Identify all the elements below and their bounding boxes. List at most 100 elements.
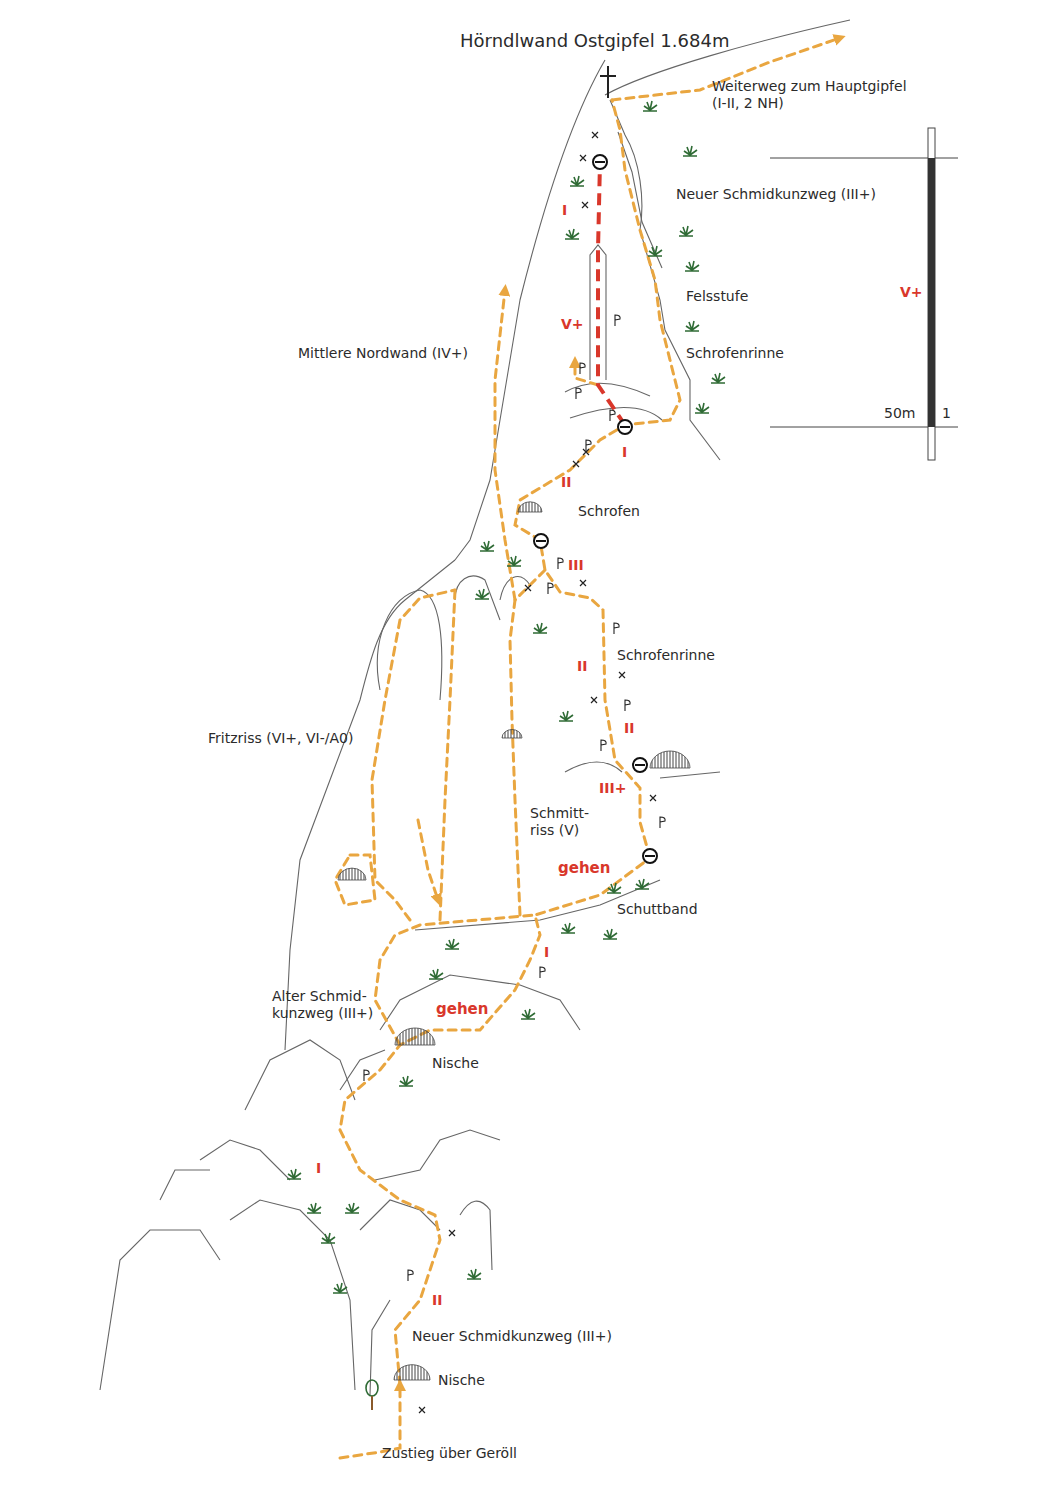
grass-tuft (685, 261, 699, 271)
hook-mark (580, 155, 586, 161)
hook-mark (449, 1230, 455, 1236)
grass-tuft (333, 1283, 347, 1293)
summit-cross (600, 66, 616, 98)
route-label: III+ (599, 780, 626, 797)
drawing-stroke (440, 590, 455, 920)
hook-mark (650, 795, 656, 801)
piton-symbol (408, 1270, 413, 1281)
drawing-stroke (100, 1230, 220, 1390)
route-label: Schrofenrinne (617, 647, 715, 664)
belay-ring (593, 155, 607, 169)
drawing-stroke (418, 820, 438, 900)
grass-tuft (683, 146, 697, 156)
route-label: Neuer Schmidkunzweg (III+) (412, 1328, 612, 1345)
grass-tuft (445, 939, 459, 949)
tree-symbol (366, 1380, 378, 1396)
grass-tuft (345, 1203, 359, 1213)
route-label: Hörndlwand Ostgipfel 1.684m (460, 30, 729, 52)
drawing-stroke (375, 915, 535, 1045)
grass-tuft (307, 1203, 321, 1213)
route-label: I (622, 444, 627, 461)
drawing-stroke (287, 101, 725, 1413)
route-label: Zustieg über Geröll (382, 1445, 517, 1462)
grass-tuft (679, 226, 693, 236)
drawing-stroke (575, 362, 598, 385)
drawing-stroke (372, 590, 455, 920)
route-line (335, 38, 840, 1458)
piton-symbol (615, 315, 620, 326)
niche-symbol (650, 751, 690, 768)
route-label: Weiterweg zum Hauptgipfel (I-II, 2 NH) (712, 78, 908, 112)
route-label: Alter Schmid-kunzweg (III+) (272, 988, 384, 1022)
drawing-stroke (510, 570, 545, 915)
grass-tuft (287, 1169, 301, 1179)
route-label: Neuer Schmidkunzweg (III+) (676, 186, 876, 203)
belay-ring (618, 420, 632, 434)
grass-tuft (533, 623, 547, 633)
route-label: Fritzriss (VI+, VI-/A0) (208, 730, 353, 747)
drawing-stroke (460, 1201, 492, 1270)
drawing-stroke (245, 1040, 355, 1110)
drawing-stroke (618, 132, 662, 268)
drawing-stroke (928, 128, 935, 460)
grass-tuft (561, 923, 575, 933)
drawing-stroke (335, 855, 375, 905)
drawing-stroke (375, 1130, 500, 1180)
grass-tuft (467, 1269, 481, 1279)
grass-tuft (480, 541, 494, 551)
route-label: Schrofen (578, 503, 640, 520)
drawing-stroke (455, 576, 500, 620)
route-label: II (577, 658, 587, 675)
rock-outline (100, 20, 850, 1395)
niche-symbol (338, 868, 366, 880)
niche-symbol (394, 1365, 430, 1380)
route-label: I (316, 1160, 321, 1177)
grass-tuft (648, 246, 662, 256)
drawing-stroke (160, 1170, 210, 1200)
grass-tuft (643, 101, 657, 111)
belay-bar (595, 161, 605, 163)
piton-symbol (548, 583, 553, 594)
drawing-stroke (600, 75, 616, 77)
belay-station (618, 420, 632, 434)
drawing-stroke (610, 100, 720, 460)
piton-symbol (625, 700, 630, 711)
drawing-stroke (607, 66, 609, 98)
piton-symbol (660, 817, 665, 828)
belay-station (633, 758, 647, 772)
scale-bar (770, 128, 958, 460)
route-label: 50m (884, 405, 915, 422)
grass-tuft (603, 929, 617, 939)
belay-station (593, 155, 607, 169)
piton-symbol (558, 558, 563, 569)
route-label: II (624, 720, 634, 737)
piton-symbol (610, 410, 615, 421)
belay-bar (645, 855, 655, 857)
route-label: Schmitt-riss (V) (530, 805, 604, 839)
route-label: I (544, 944, 549, 961)
grass-tuft (607, 883, 621, 893)
tree-trunk (371, 1396, 373, 1410)
drawing-stroke (565, 762, 622, 772)
route-label: V+ (561, 316, 584, 333)
belay-ring (534, 534, 548, 548)
grass-tuft (399, 1076, 413, 1086)
belay-station (643, 849, 657, 863)
drawing-stroke (928, 158, 935, 427)
piton-symbol (614, 623, 619, 634)
route-label: III (568, 557, 584, 574)
hook-mark (619, 672, 625, 678)
route-label: Nische (432, 1055, 479, 1072)
grass-tuft (685, 321, 699, 331)
route-label: Felsstufe (686, 288, 748, 305)
niche-symbol (518, 502, 542, 512)
grass-tuft (521, 1009, 535, 1019)
route-label: gehen (436, 1000, 488, 1018)
route-label: V+ (900, 284, 923, 301)
hook-mark (592, 132, 598, 138)
piton-symbol (586, 440, 591, 451)
piton-symbol (364, 1070, 369, 1081)
piton-symbol (540, 967, 545, 978)
grass-tuft (475, 589, 489, 599)
